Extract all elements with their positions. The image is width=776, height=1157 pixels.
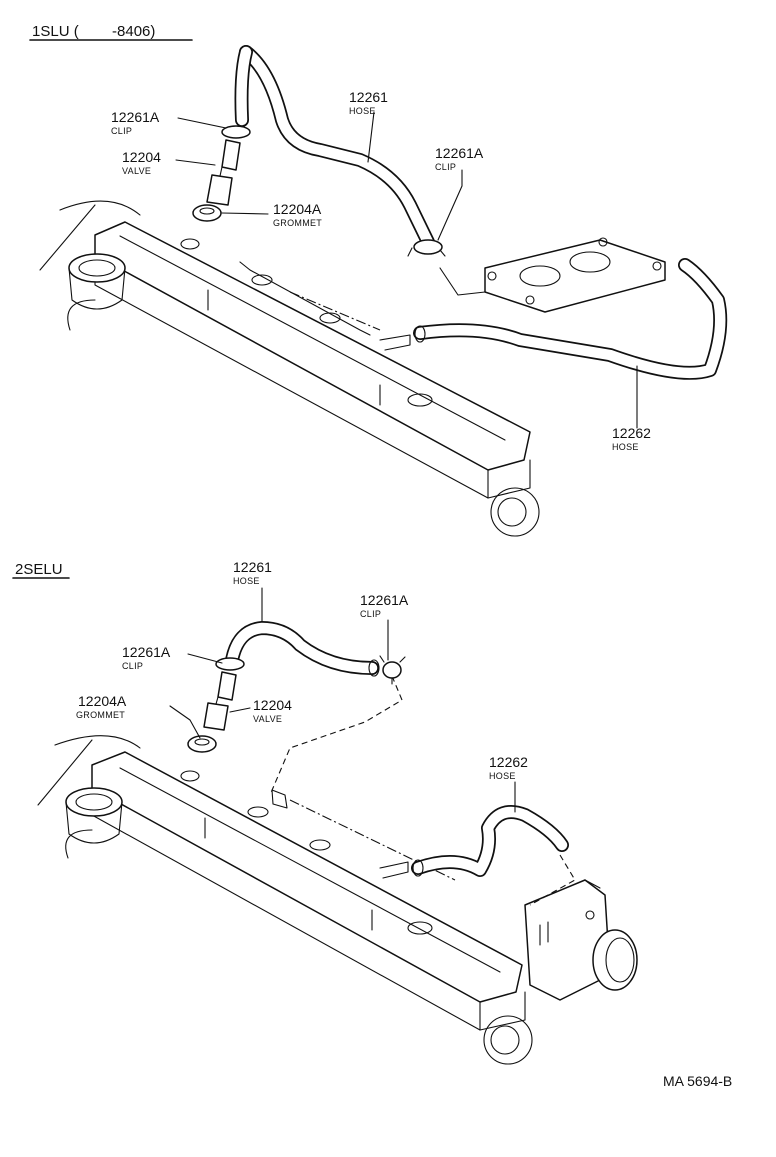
callout-grommet-2-number: 12204A (78, 693, 127, 709)
callout-grommet-1-name: GROMMET (273, 218, 322, 228)
leader-valve-1 (175, 159, 216, 166)
callout-valve-1-number: 12204 (122, 149, 161, 165)
callout-hose-a-2-name: HOSE (233, 576, 260, 586)
clip-2-right (379, 655, 406, 685)
leader-clip-right-1 (437, 169, 463, 241)
callout-clip-top-1-number: 12261A (111, 109, 160, 125)
callout-clip-left-2-number: 12261A (122, 644, 171, 660)
callout-hose-a-1-name: HOSE (349, 106, 376, 116)
section-2-heading: 2SELU (15, 561, 63, 578)
hose-12261-1 (234, 45, 435, 249)
leader-grommet-1 (221, 212, 269, 215)
figure-code: MA 5694-B (663, 1073, 732, 1089)
callout-clip-right-1-number: 12261A (435, 145, 484, 161)
callout-grommet-1-number: 12204A (273, 201, 322, 217)
grommet-2 (187, 735, 217, 753)
callout-clip-left-2-name: CLIP (122, 661, 143, 671)
section-1-heading: 1SLU ( -8406) (32, 23, 155, 40)
carburetor-flange-1 (439, 237, 666, 313)
callout-hose-b-2-number: 12262 (489, 754, 528, 770)
leader-hose-a-1 (367, 111, 375, 163)
section-2selu: 2SELU (12, 559, 638, 1065)
callout-clip-right-2-name: CLIP (360, 609, 381, 619)
leader-valve-2 (229, 707, 251, 713)
hose-12261-2 (225, 621, 380, 677)
cylinder-head-cover-2 (37, 735, 533, 1065)
grommet-1 (192, 204, 222, 222)
leader-clip-left-2 (187, 653, 223, 664)
callout-hose-a-1-number: 12261 (349, 89, 388, 105)
throttle-body-2 (524, 879, 638, 1001)
routing-line-2a (269, 675, 403, 796)
callout-valve-2-name: VALVE (253, 714, 282, 724)
pcv-valve-1 (206, 139, 241, 206)
clip-1-top (221, 125, 251, 139)
routing-line-2b (529, 854, 576, 906)
callout-clip-right-1-name: CLIP (435, 162, 456, 172)
leader-grommet-2 (169, 705, 201, 739)
clip-1-right (407, 239, 446, 257)
callout-valve-1-name: VALVE (122, 166, 151, 176)
pcv-valve-2 (203, 671, 237, 731)
hose-12262-1 (413, 258, 728, 380)
callout-grommet-2-name: GROMMET (76, 710, 125, 720)
callout-clip-top-1-name: CLIP (111, 126, 132, 136)
section-1slu: 1SLU ( -8406) (29, 23, 728, 537)
clip-2-left (215, 657, 245, 671)
leader-clip-top-1 (177, 117, 227, 129)
callout-hose-b-2-name: HOSE (489, 771, 516, 781)
callout-valve-2-number: 12204 (253, 697, 292, 713)
cylinder-head-cover-1 (39, 200, 540, 537)
callout-hose-b-1-number: 12262 (612, 425, 651, 441)
hose-12262-2 (411, 805, 569, 877)
callout-hose-b-1-name: HOSE (612, 442, 639, 452)
callout-hose-a-2-number: 12261 (233, 559, 272, 575)
callout-clip-right-2-number: 12261A (360, 592, 409, 608)
